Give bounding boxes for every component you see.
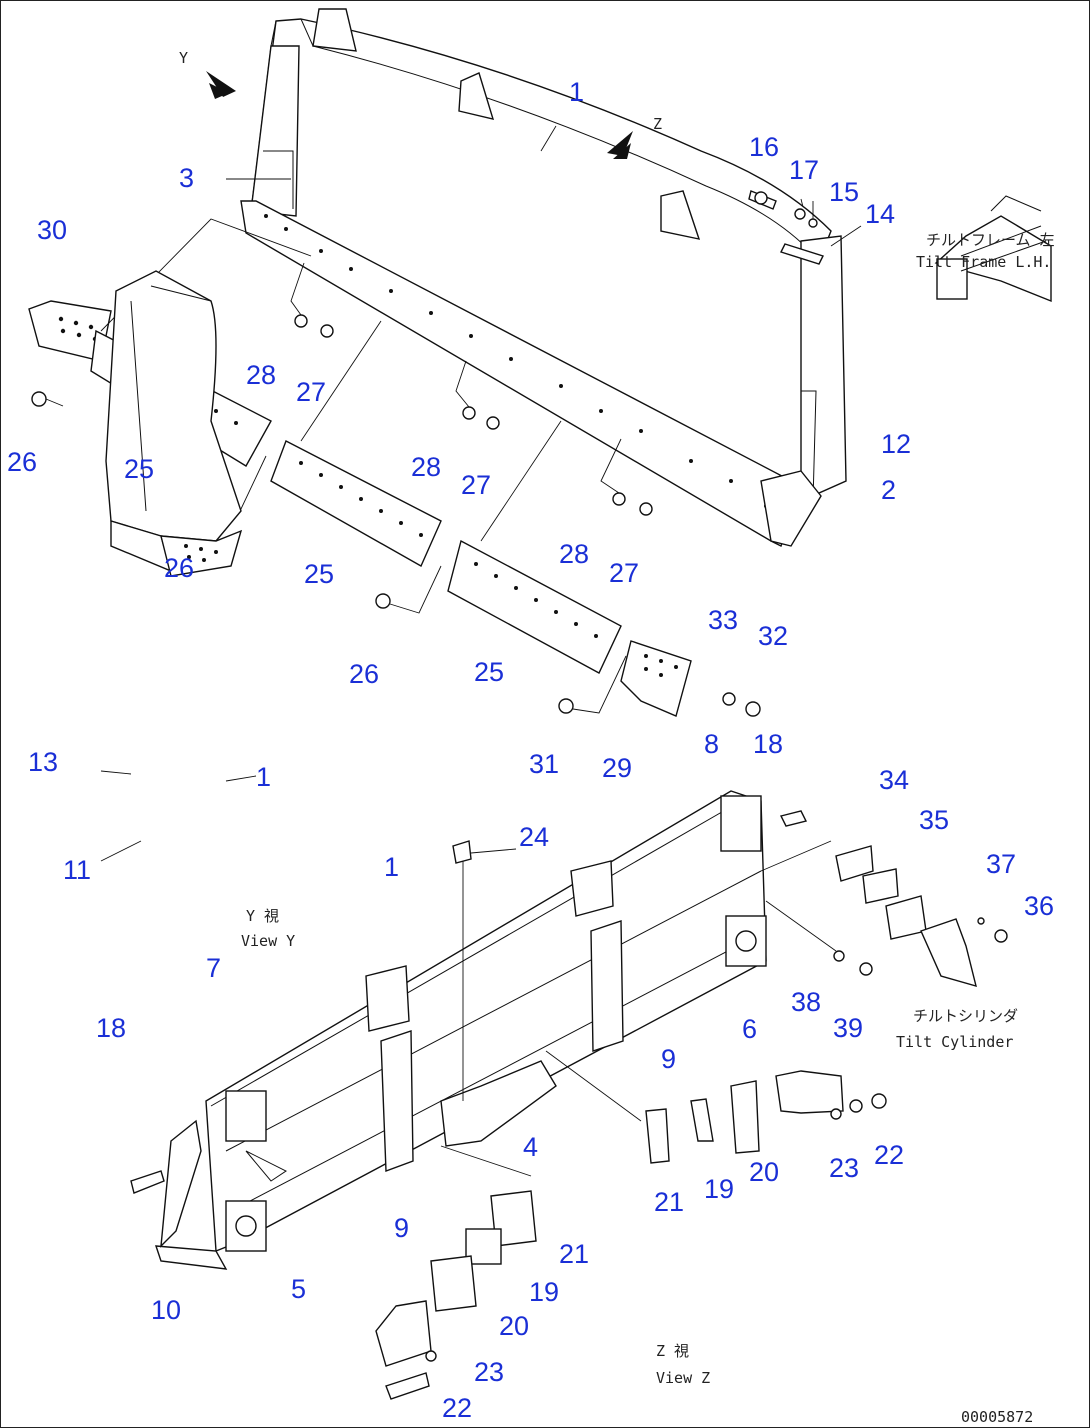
callout-35: 35 xyxy=(919,805,949,835)
callout-32: 32 xyxy=(758,621,788,651)
tilt-frame-jp-label: チルトフレーム 左 xyxy=(926,231,1055,249)
callout-16: 16 xyxy=(749,132,779,162)
view-y-arrow: Y xyxy=(179,49,236,99)
lower-right-parts xyxy=(545,1050,887,1164)
callout-13: 13 xyxy=(28,747,58,777)
callout-22: 22 xyxy=(874,1140,904,1170)
tilt-frame-en-label: Tilt Frame L.H. xyxy=(916,253,1051,271)
callout-1: 1 xyxy=(569,77,584,107)
notes: チルトフレーム 左 Tilt Frame L.H. Y 視 View Y チルト… xyxy=(241,231,1055,1426)
view-y-detail xyxy=(100,270,257,862)
callout-19: 19 xyxy=(529,1277,559,1307)
callout-36: 36 xyxy=(1024,891,1054,921)
callout-3: 3 xyxy=(179,163,194,193)
view-y-jp-label: Y 視 xyxy=(246,907,279,925)
cutting-edge-25-right xyxy=(447,539,622,674)
callout-38: 38 xyxy=(791,987,821,1017)
callout-2: 2 xyxy=(881,475,896,505)
callout-20: 20 xyxy=(499,1311,529,1341)
callout-1: 1 xyxy=(384,852,399,882)
callout-25: 25 xyxy=(124,454,154,484)
cutting-edge-25-middle xyxy=(270,440,442,567)
callout-26: 26 xyxy=(164,553,194,583)
callout-8: 8 xyxy=(704,729,719,759)
tilt-cylinder-parts xyxy=(760,840,1008,988)
callout-31: 31 xyxy=(529,749,559,779)
callout-22: 22 xyxy=(442,1393,472,1423)
tilt-frame-lh xyxy=(934,195,1052,303)
callout-11: 11 xyxy=(63,855,91,885)
callout-25: 25 xyxy=(474,657,504,687)
callout-20: 20 xyxy=(749,1157,779,1187)
callout-39: 39 xyxy=(833,1013,863,1043)
callout-27: 27 xyxy=(296,377,326,407)
view-z-letter: Z xyxy=(653,115,662,133)
callout-6: 6 xyxy=(742,1014,757,1044)
blade-frame-lower xyxy=(130,790,808,1270)
callout-28: 28 xyxy=(411,452,441,482)
callout-18: 18 xyxy=(753,729,783,759)
callout-29: 29 xyxy=(602,753,632,783)
callout-28: 28 xyxy=(559,539,589,569)
callout-17: 17 xyxy=(789,155,819,185)
tilt-cylinder-en-label: Tilt Cylinder xyxy=(896,1033,1013,1051)
callout-34: 34 xyxy=(879,765,909,795)
view-z-jp-label: Z 視 xyxy=(656,1342,689,1360)
callout-1: 1 xyxy=(256,762,271,792)
callout-37: 37 xyxy=(986,849,1016,879)
callout-19: 19 xyxy=(704,1174,734,1204)
blade-upper-assembly xyxy=(240,8,847,547)
callout-10: 10 xyxy=(151,1295,181,1325)
fasteners-14-17 xyxy=(748,190,862,265)
callout-9: 9 xyxy=(394,1213,409,1243)
callout-18: 18 xyxy=(96,1013,126,1043)
callout-33: 33 xyxy=(708,605,738,635)
callout-27: 27 xyxy=(461,470,491,500)
view-z-parts xyxy=(375,1145,537,1400)
callout-15: 15 xyxy=(829,177,859,207)
callout-30: 30 xyxy=(37,215,67,245)
callout-27: 27 xyxy=(609,558,639,588)
callout-28: 28 xyxy=(246,360,276,390)
leader-lines-upper xyxy=(100,125,562,542)
callout-4: 4 xyxy=(523,1132,538,1162)
callout-12: 12 xyxy=(881,429,911,459)
callout-9: 9 xyxy=(661,1044,676,1074)
callout-25: 25 xyxy=(304,559,334,589)
callout-23: 23 xyxy=(829,1153,859,1183)
callout-5: 5 xyxy=(291,1274,306,1304)
callout-21: 21 xyxy=(559,1239,589,1269)
callout-24: 24 xyxy=(519,822,549,852)
callout-23: 23 xyxy=(474,1357,504,1387)
callout-26: 26 xyxy=(349,659,379,689)
view-z-en-label: View Z xyxy=(656,1369,710,1387)
end-bit-29 xyxy=(620,640,692,717)
view-y-en-label: View Y xyxy=(241,932,295,950)
view-z-arrow: Z xyxy=(607,115,662,159)
callout-7: 7 xyxy=(206,953,221,983)
callout-26: 26 xyxy=(7,447,37,477)
view-y-letter: Y xyxy=(179,49,188,67)
tilt-cylinder-jp-label: チルトシリンダ xyxy=(913,1007,1018,1025)
callout-21: 21 xyxy=(654,1187,684,1217)
drawing-number: 00005872 xyxy=(961,1408,1033,1426)
callout-14: 14 xyxy=(865,199,895,229)
callout-labels: 1 3 30 16 17 15 14 28 27 26 25 28 27 12 … xyxy=(7,77,1054,1423)
